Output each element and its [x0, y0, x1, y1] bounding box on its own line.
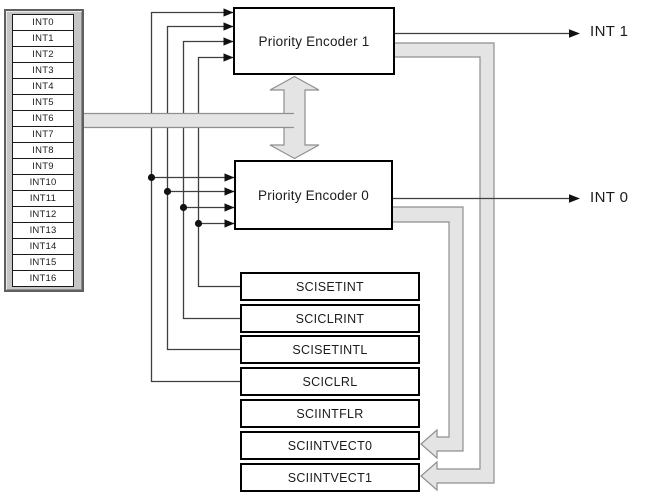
enc0-arrowhead-icon [224, 187, 235, 196]
output-lines [392, 32, 570, 200]
signal-line-sciclrl [150, 11, 240, 383]
register-row-sciintvect1: SCIINTVECT1 [240, 463, 420, 492]
signal-line-scisetintl [166, 25, 240, 351]
int-source-cell: INT4 [12, 78, 74, 95]
register-row-scisetintl: SCISETINTL [240, 335, 420, 364]
enc1-arrowhead-icon [223, 22, 234, 31]
int1-output-label: INT 1 [590, 23, 629, 40]
enc0-arrowhead-icon [224, 203, 235, 212]
register-row-sciintflr: SCIINTFLR [240, 399, 420, 428]
enc0-arrowhead-icon [224, 219, 235, 228]
enc1-arrowhead-icon [223, 53, 234, 62]
int-source-cell: INT6 [12, 110, 74, 127]
junction-dot [179, 203, 188, 212]
vector1-bus-arrow [392, 42, 495, 492]
output-arrowheads [569, 29, 580, 203]
signal-line-sciclrint [182, 40, 240, 320]
priority-encoder-0-label: Priority Encoder 0 [258, 187, 369, 203]
priority-encoder-1-box: Priority Encoder 1 [233, 7, 395, 75]
signal-lines [150, 11, 240, 383]
enc1-arrowhead-icon [223, 8, 234, 17]
int0-arrowhead-icon [569, 194, 580, 203]
enc0-arrowhead-icon [224, 173, 235, 182]
int-source-cell: INT12 [12, 206, 74, 223]
int-source-cell: INT13 [12, 222, 74, 239]
int-source-cell: INT16 [12, 270, 74, 287]
junction-dot [194, 219, 203, 228]
register-row-sciintvect0: SCIINTVECT0 [240, 431, 420, 460]
junction-dots [147, 173, 203, 228]
register-row-scisetint: SCISETINT [240, 272, 420, 301]
interrupt-source-stack: INT0 INT1 INT2 INT3 INT4 INT5 INT6 INT7 … [4, 9, 84, 292]
enc1-arrowhead-icon [223, 37, 234, 46]
int-source-cell: INT14 [12, 238, 74, 255]
int-source-cell: INT10 [12, 174, 74, 191]
interrupt-bus [79, 112, 294, 129]
register-row-sciclrint: SCICLRINT [240, 304, 420, 333]
int-source-cell: INT2 [12, 46, 74, 63]
vector0-bus-arrow [389, 206, 464, 460]
int-source-cell: INT15 [12, 254, 74, 271]
junction-dot [147, 173, 156, 182]
signal-line-scisetint [197, 56, 240, 288]
int-source-cell: INT9 [12, 158, 74, 175]
priority-encoder-1-label: Priority Encoder 1 [258, 33, 370, 49]
bidirectional-arrow-icon [269, 75, 320, 160]
register-row-sciclrl: SCICLRL [240, 367, 420, 396]
priority-encoder-0-box: Priority Encoder 0 [234, 160, 393, 230]
input-arrowheads [223, 8, 235, 228]
int-source-cell: INT8 [12, 142, 74, 159]
int0-output-label: INT 0 [590, 189, 629, 206]
int-source-cell: INT0 [12, 14, 74, 31]
int-source-cell: INT7 [12, 126, 74, 143]
int-source-cell: INT3 [12, 62, 74, 79]
int1-arrowhead-icon [569, 29, 580, 38]
junction-dot [163, 187, 172, 196]
int-source-cell: INT5 [12, 94, 74, 111]
int-source-cell: INT11 [12, 190, 74, 207]
int-source-cell: INT1 [12, 30, 74, 47]
